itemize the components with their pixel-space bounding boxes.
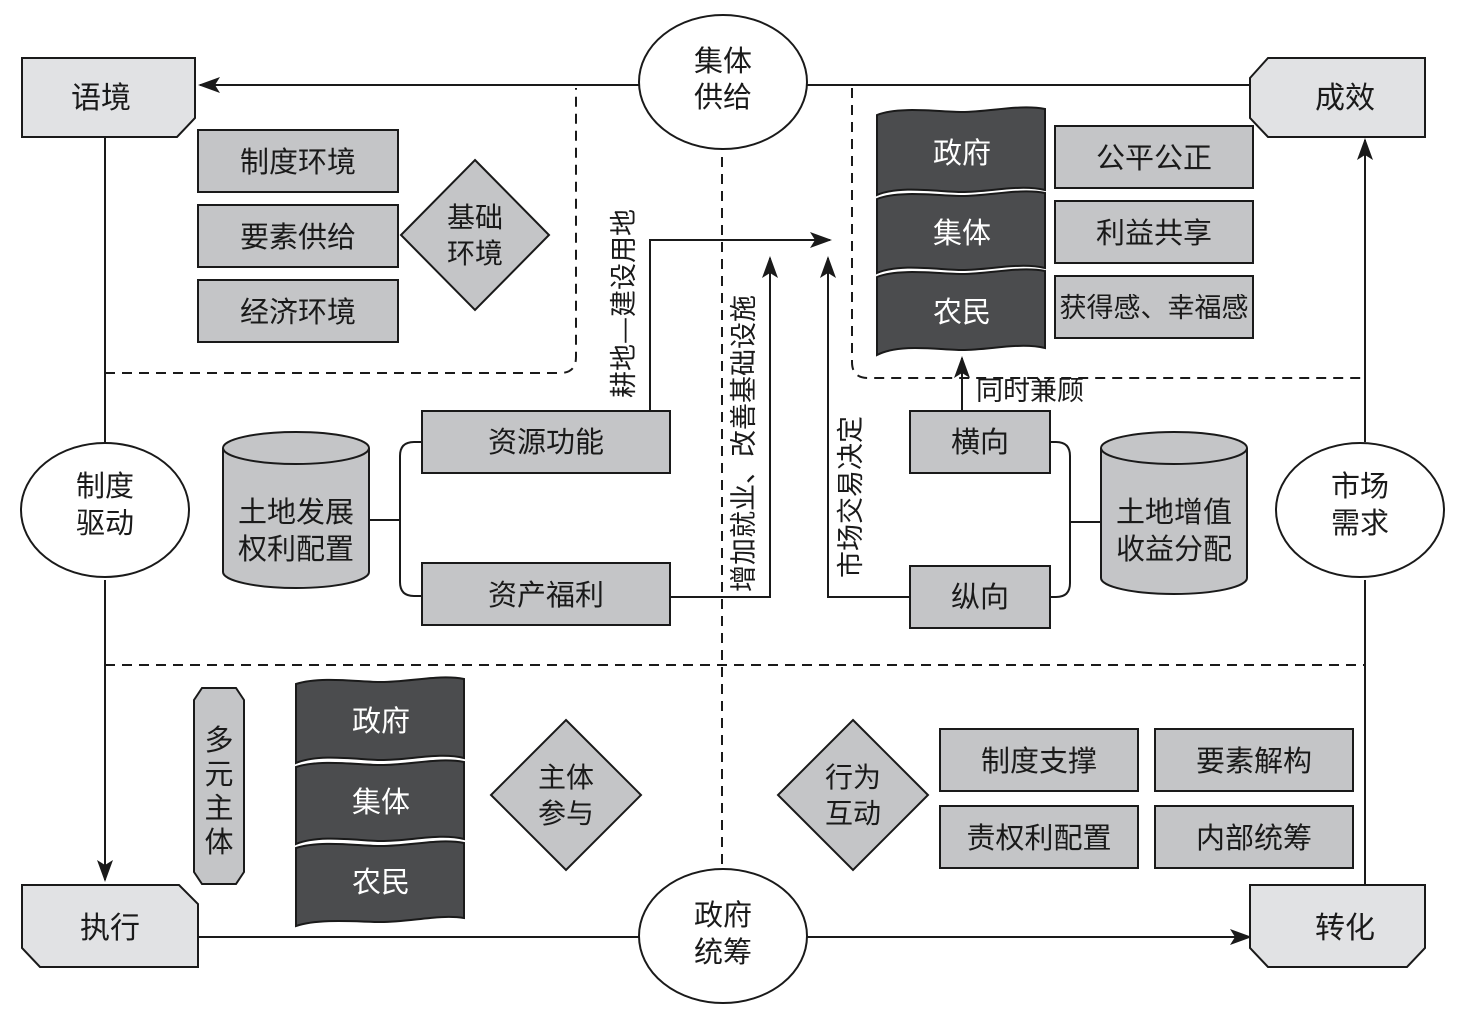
subject-actor-farmer: 农民 <box>352 865 410 899</box>
land-rights-line2: 权利配置 <box>238 532 354 566</box>
effect-outcome-fairness: 公平公正 <box>1096 141 1212 175</box>
land-rights-bracket <box>369 441 422 597</box>
multi-subject-capsule: 多 元 主 体 <box>193 687 245 885</box>
institution-driven-line1: 制度 <box>76 469 134 503</box>
context-region-border <box>105 88 577 374</box>
multi-subject-char4: 体 <box>204 825 233 859</box>
context-item-factor-supply: 要素供给 <box>240 220 356 254</box>
dashed-dividers <box>105 88 1365 870</box>
label-employment-infrastructure: 增加就业、改善基础设施 <box>729 295 760 592</box>
corner-transformation: 转化 <box>1249 884 1426 968</box>
transform-item-institutional-support: 制度支撑 <box>981 744 1097 778</box>
circle-government-coordination: 政府 统筹 <box>638 868 808 1004</box>
corner-execution: 执行 <box>21 884 199 968</box>
effect-outcome-benefit-sharing: 利益共享 <box>1096 216 1212 250</box>
branch-resource-function: 资源功能 <box>488 425 604 459</box>
subject-actor-government: 政府 <box>352 704 410 738</box>
market-demand-line2: 需求 <box>1331 506 1389 540</box>
corner-effect: 成效 <box>1249 57 1426 138</box>
corner-effect-label: 成效 <box>1315 81 1375 116</box>
context-item-economic-environment: 经济环境 <box>240 295 356 329</box>
multi-subject-char1: 多 <box>204 723 233 757</box>
cylinder-land-value-distribution: 土地增值 收益分配 <box>1100 431 1248 595</box>
branch-horizontal: 横向 <box>951 425 1009 459</box>
branch-vertical: 纵向 <box>951 580 1009 614</box>
effect-outcome-wellbeing: 获得感、幸福感 <box>1060 293 1249 324</box>
land-value-line2: 收益分配 <box>1116 532 1232 566</box>
multi-subject-char2: 元 <box>204 757 233 791</box>
land-value-line1: 土地增值 <box>1116 495 1232 529</box>
label-balance: 同时兼顾 <box>976 376 1084 407</box>
land-rights-branches: 资源功能 资产福利 <box>421 410 671 626</box>
frame-connectors <box>97 77 1373 945</box>
subject-participation-line2: 参与 <box>538 797 594 830</box>
collective-supply-line2: 供给 <box>694 80 752 114</box>
basic-environment-line2: 环境 <box>447 237 503 270</box>
land-rights-line1: 土地发展 <box>238 495 354 529</box>
transform-item-internal-coordination: 内部统筹 <box>1196 821 1312 855</box>
diamond-subject-participation: 主体 参与 <box>489 718 643 872</box>
behavior-interaction-line2: 互动 <box>825 797 881 830</box>
effect-actor-collective: 集体 <box>933 216 991 250</box>
transform-item-rights-allocation: 责权利配置 <box>966 821 1111 855</box>
behavior-interaction-line1: 行为 <box>825 761 881 794</box>
effect-outcomes: 公平公正 利益共享 获得感、幸福感 <box>1054 125 1254 339</box>
effect-actor-farmer: 农民 <box>933 295 991 329</box>
transform-item-factor-deconstruction: 要素解构 <box>1196 744 1312 778</box>
land-value-bracket <box>1050 441 1101 598</box>
land-value-branches: 横向 纵向 <box>909 410 1051 629</box>
corner-transformation-label: 转化 <box>1315 911 1375 946</box>
corner-context: 语境 <box>21 57 196 138</box>
government-coordination-line2: 统筹 <box>694 935 752 969</box>
effect-region-border <box>851 88 1365 379</box>
arrow-farmland-conversion <box>649 232 832 411</box>
transform-items: 制度支撑 要素解构 责权利配置 内部统筹 <box>939 728 1354 869</box>
basic-environment-line1: 基础 <box>447 201 503 234</box>
institution-driven-line2: 驱动 <box>76 506 134 540</box>
multi-subject-char3: 主 <box>204 791 233 825</box>
subject-participation-line1: 主体 <box>538 761 594 794</box>
diamond-behavior-interaction: 行为 互动 <box>776 718 930 872</box>
arrow-market-decision <box>820 256 910 598</box>
label-farmland-to-construction: 耕地—建设用地 <box>609 209 640 398</box>
government-coordination-line1: 政府 <box>694 898 752 932</box>
diamond-basic-environment: 基础 环境 <box>399 158 551 312</box>
circle-market-demand: 市场 需求 <box>1275 442 1445 578</box>
context-item-institution-environment: 制度环境 <box>240 145 356 179</box>
market-demand-line1: 市场 <box>1331 469 1389 503</box>
arrow-employment-infrastructure <box>670 256 778 598</box>
circle-collective-supply: 集体 供给 <box>638 14 808 150</box>
effect-actor-government: 政府 <box>933 136 991 170</box>
corner-execution-label: 执行 <box>80 911 140 946</box>
effect-actor-banners: 政府 集体 农民 <box>876 106 1046 357</box>
collective-supply-line1: 集体 <box>694 44 752 78</box>
subject-actor-collective: 集体 <box>352 785 410 819</box>
corner-context-label: 语境 <box>71 81 131 116</box>
context-items: 制度环境 要素供给 经济环境 <box>197 129 399 343</box>
cylinder-land-development-rights: 土地发展 权利配置 <box>222 431 370 589</box>
subject-actor-banners: 政府 集体 农民 <box>295 676 465 928</box>
middle-arrows <box>649 232 970 598</box>
branch-asset-welfare: 资产福利 <box>488 578 604 612</box>
circle-institution-driven: 制度 驱动 <box>20 442 190 578</box>
label-market-decision: 市场交易决定 <box>836 416 867 578</box>
